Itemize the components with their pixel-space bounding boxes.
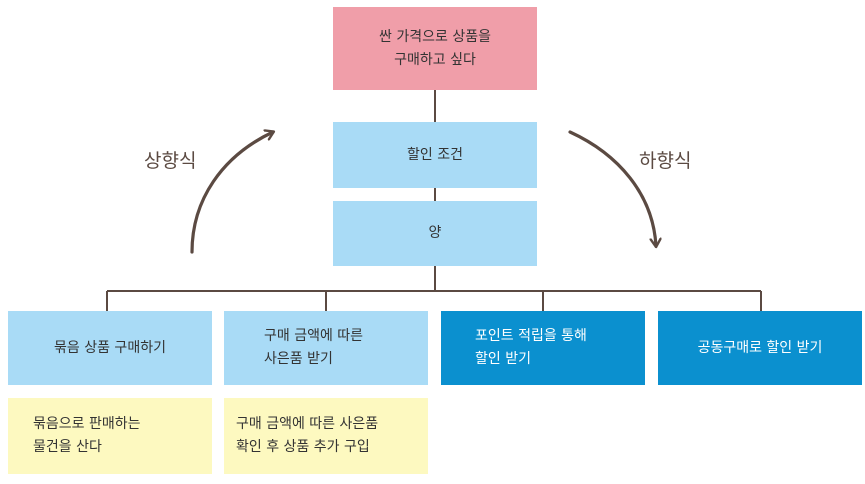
leaf-gift-by-amount-line-1: 구매 금액에 따른 <box>264 328 364 344</box>
leaf-point-discount-line-1: 포인트 적립을 통해 <box>475 328 587 344</box>
top-down-label: 하향식 <box>639 150 692 172</box>
goal-text-line-1: 싼 가격으로 상품을 <box>379 28 491 45</box>
leaf-group-buy-discount-text: 공동구매로 할인 받기 <box>697 339 823 356</box>
leaf-point-discount: 포인트 적립을 통해 할인 받기 <box>441 311 645 385</box>
leaf-gift-by-amount-line-2: 사은품 받기 <box>264 351 333 367</box>
discount-condition-box: 할인 조건 <box>333 122 537 188</box>
quantity-box: 양 <box>333 201 537 266</box>
leaf-gift-by-amount: 구매 금액에 따른 사은품 받기 <box>224 311 428 385</box>
goal-text-line-2: 구매하고 싶다 <box>394 51 476 68</box>
bottom-up-label: 상향식 <box>144 150 197 172</box>
note-gift-line-1: 구매 금액에 따른 사은품 <box>236 416 379 432</box>
bottom-up-arrow <box>190 132 273 254</box>
note-bundle: 묶음으로 판매하는 물건을 산다 <box>8 398 212 474</box>
leaf-point-discount-line-2: 할인 받기 <box>475 351 531 367</box>
note-gift: 구매 금액에 따른 사은품 확인 후 상품 추가 구입 <box>224 398 428 474</box>
note-bundle-line-1: 묶음으로 판매하는 <box>33 416 141 432</box>
leaf-bundle-purchase: 묶음 상품 구매하기 <box>8 311 212 385</box>
note-gift-line-2: 확인 후 상품 추가 구입 <box>236 439 370 455</box>
leaf-bundle-purchase-text: 묶음 상품 구매하기 <box>54 339 166 356</box>
note-bundle-line-2: 물건을 산다 <box>33 439 102 455</box>
goal-box: 싼 가격으로 상품을 구매하고 싶다 <box>333 7 537 90</box>
quantity-text: 양 <box>428 225 442 241</box>
top-down-arrow <box>568 130 656 246</box>
discount-condition-text: 할인 조건 <box>407 146 463 163</box>
leaf-group-buy-discount: 공동구매로 할인 받기 <box>658 311 862 385</box>
